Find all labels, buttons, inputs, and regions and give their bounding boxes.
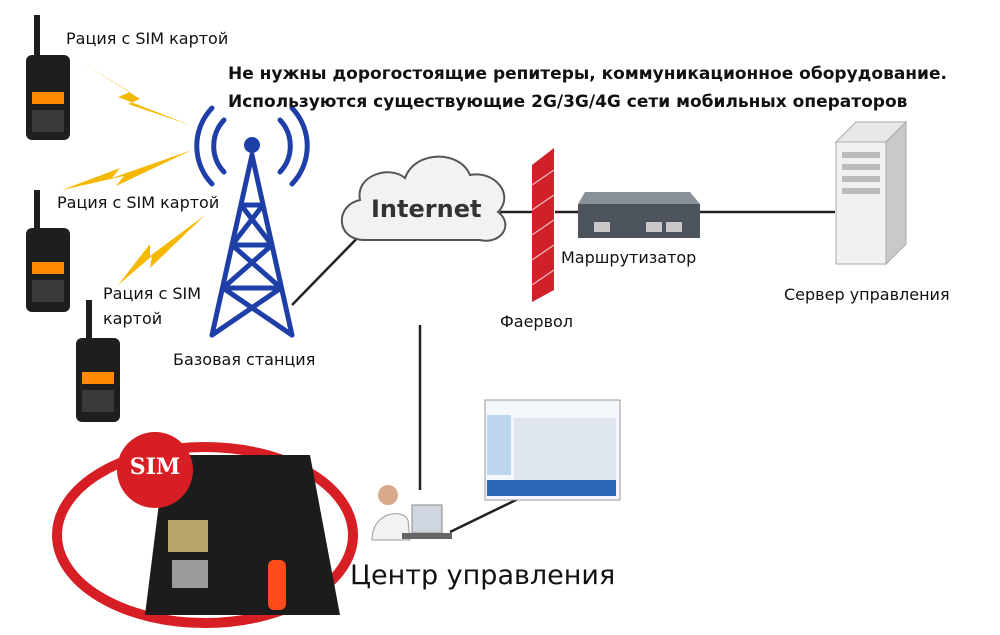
radio-label-2: Рация с SIM картой <box>57 193 220 212</box>
firewall-icon <box>531 148 555 302</box>
control-center-label: Центр управления <box>350 560 616 591</box>
monitor-icon <box>484 399 621 501</box>
operator-icon <box>371 485 452 541</box>
radio-icon <box>26 190 70 312</box>
server-label: Сервер управления <box>784 285 950 304</box>
radio-label-3-line-2: картой <box>103 309 163 328</box>
firewall-label: Фаервол <box>500 312 574 331</box>
base-station-label: Базовая станция <box>173 350 316 369</box>
operator-monitor-link <box>449 496 521 534</box>
router-icon <box>578 192 700 238</box>
internet-label: Internet <box>371 195 482 223</box>
headline-line-1: Не нужны дорогостоящие репитеры, коммуни… <box>228 64 947 84</box>
radio-label-3-line-1: Рация с SIM <box>103 284 202 303</box>
radio-label-1: Рация с SIM картой <box>66 29 229 48</box>
server-icon <box>834 120 908 266</box>
headline-line-2: Используются существующие 2G/3G/4G сети … <box>228 92 908 112</box>
tower-icon <box>194 105 310 338</box>
radio-icon <box>76 300 120 422</box>
sim-card-icon <box>52 432 358 628</box>
lightning-icon <box>62 62 205 285</box>
router-label: Маршрутизатор <box>561 248 697 267</box>
radio-icon <box>26 15 70 140</box>
cloud-icon <box>340 155 507 242</box>
sim-badge-label: SIM <box>129 454 181 480</box>
